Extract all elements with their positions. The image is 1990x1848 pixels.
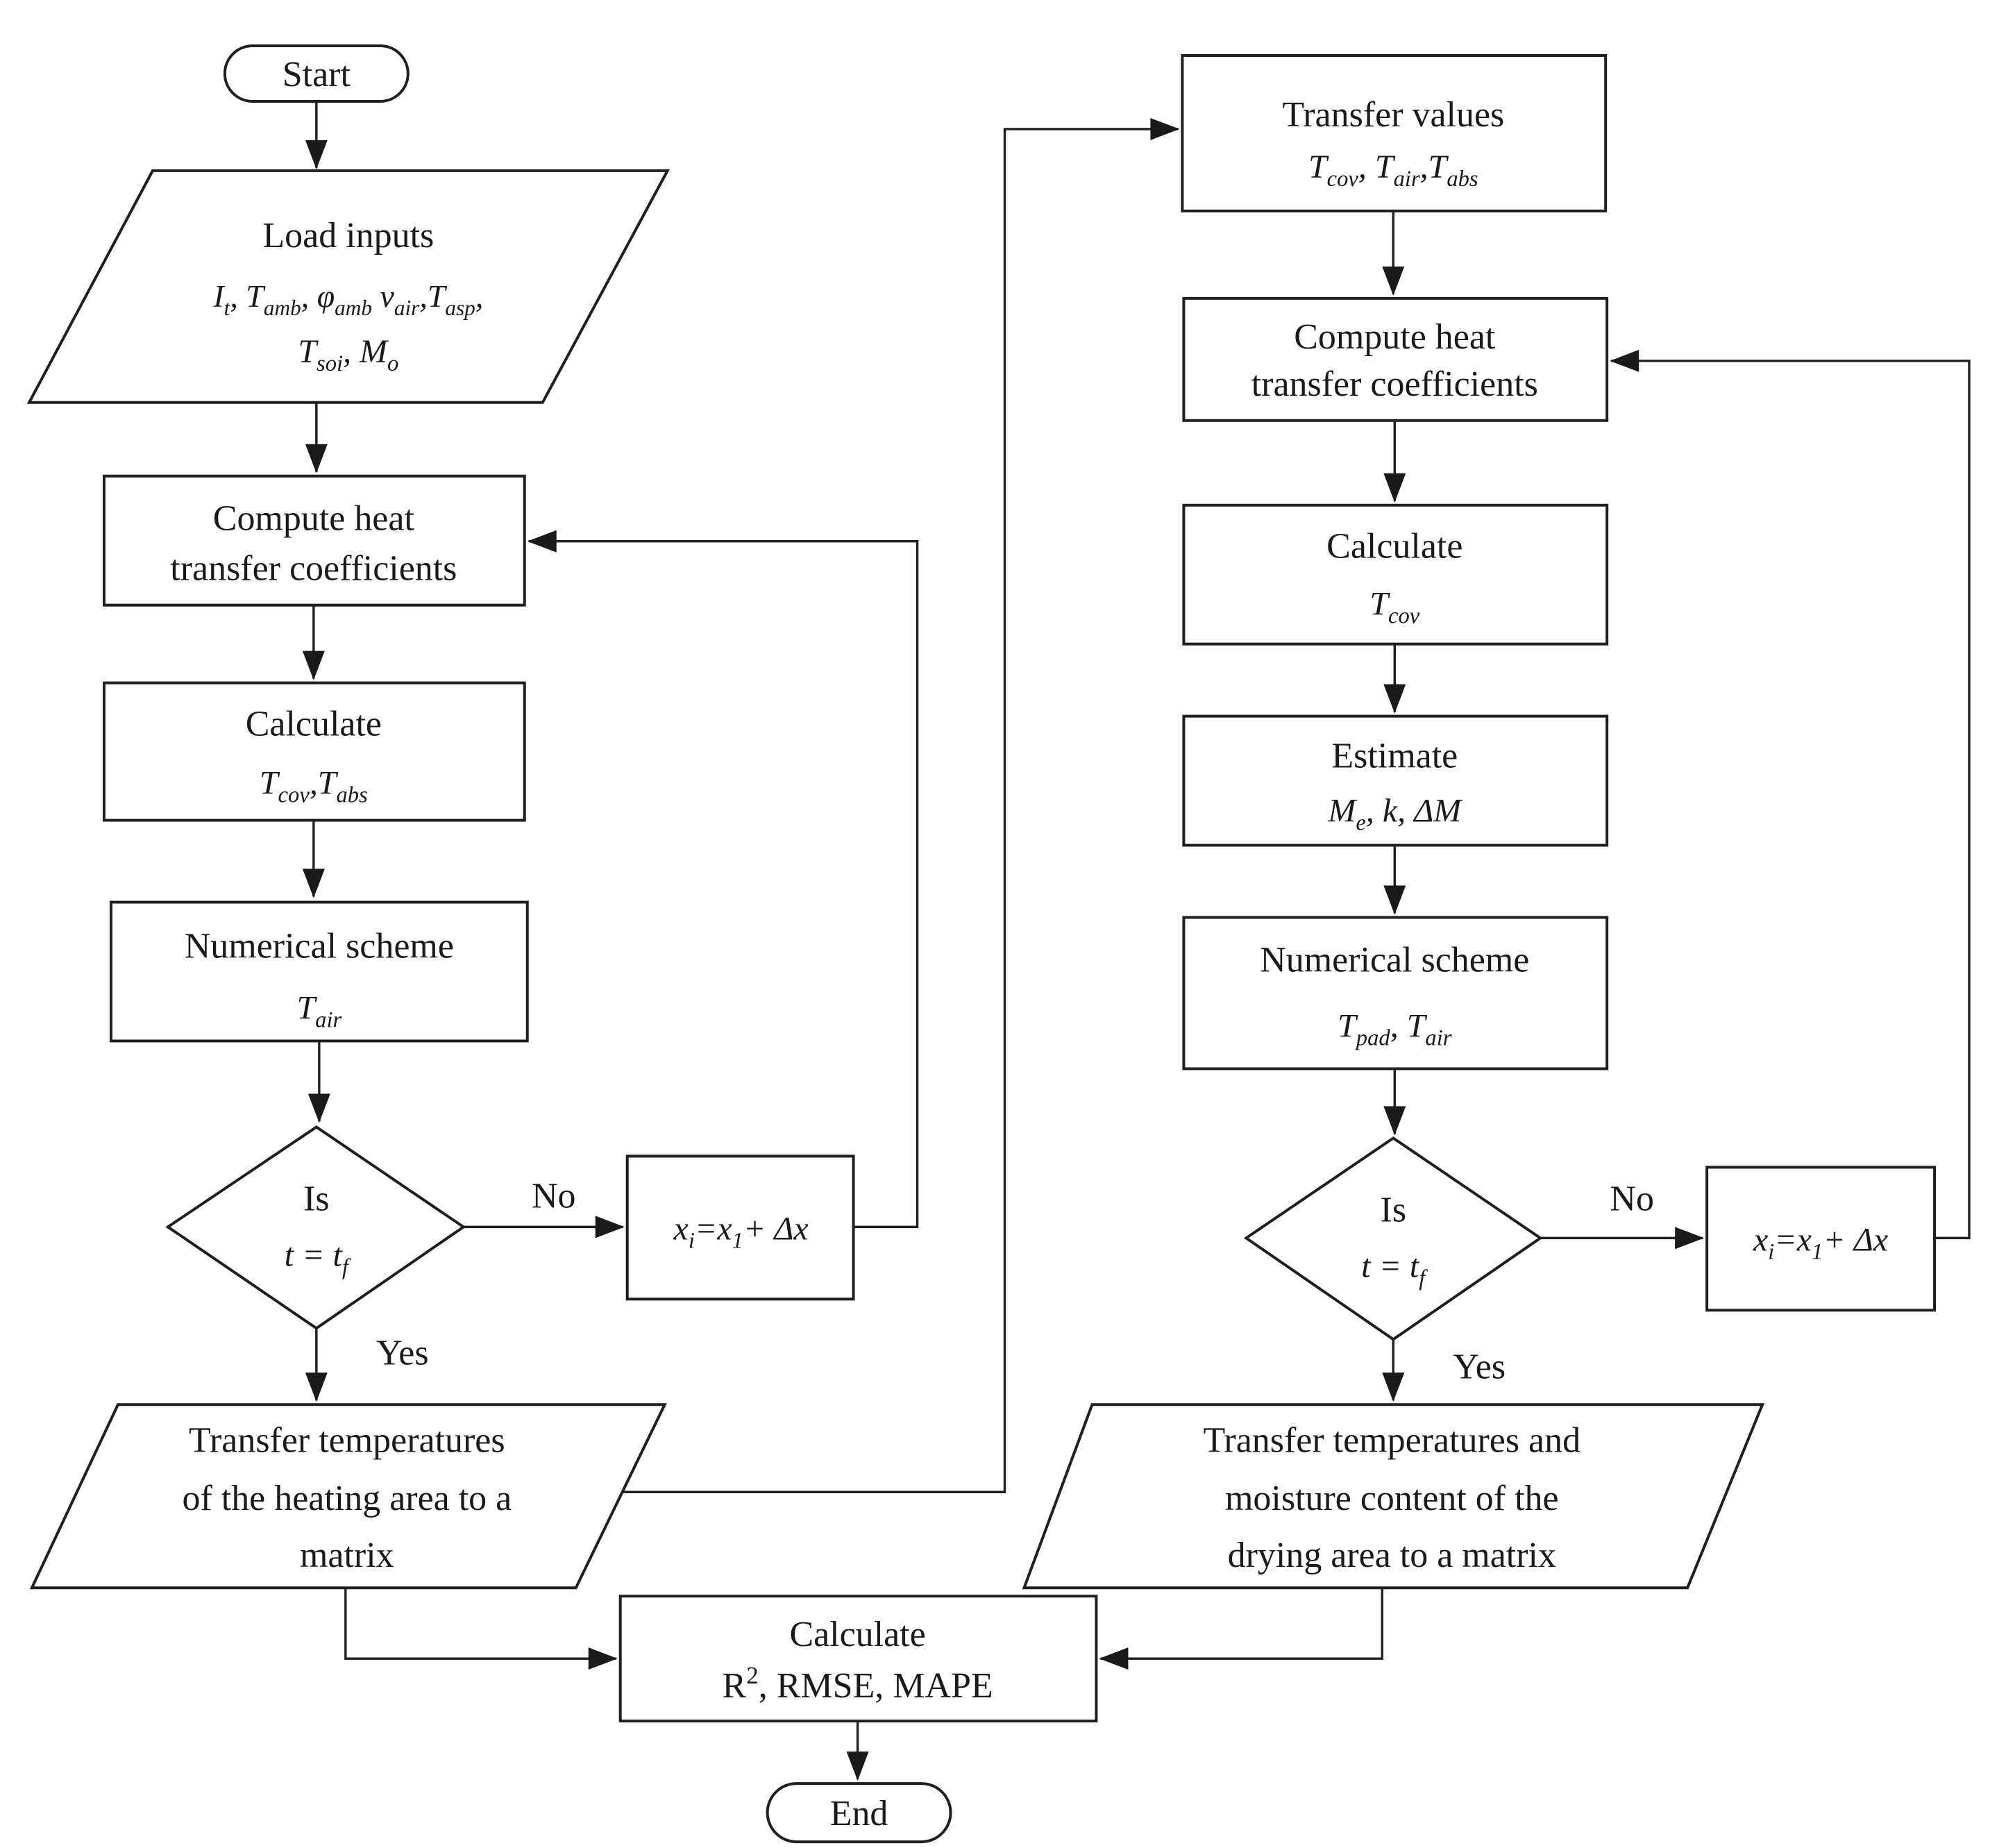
increment-left-label: xi=x1+ Δx (673, 1210, 809, 1253)
transfer-drying-line-3: drying area to a matrix (1228, 1536, 1556, 1575)
node-numerical-right: Numerical scheme Tpad, Tair (1182, 916, 1609, 1070)
transfer-drying-parallelogram-shape (1022, 1403, 1765, 1590)
numerical-right-line-2: Tpad, Tair (1338, 1007, 1452, 1050)
calculate-metrics-line-1: Calculate (789, 1615, 925, 1654)
load-inputs-line-1: Load inputs (262, 216, 434, 255)
edge-increment-right-loop-to-compute-right (1610, 349, 1971, 1240)
node-compute-coeffs-right: Compute heat transfer coefficients (1182, 296, 1609, 422)
start-label: Start (283, 55, 351, 94)
transfer-heating-line-1: Transfer temperatures (189, 1420, 505, 1460)
load-inputs-parallelogram-shape (26, 169, 671, 404)
estimate-shape (1182, 714, 1609, 847)
numerical-left-line-1: Numerical scheme (185, 927, 454, 966)
transfer-heating-line-3: matrix (300, 1536, 394, 1575)
edge-transfer-heating-to-transfer-values (623, 117, 1180, 1493)
compute-coeffs-right-line-2: transfer coefficients (1251, 364, 1538, 404)
transfer-values-line-2: Tcov, Tair,Tabs (1308, 149, 1478, 192)
calculate-metrics-line-2: R2, RMSE, MAPE (722, 1662, 993, 1706)
node-end: End (766, 1782, 952, 1844)
calculate-left-line-1: Calculate (246, 705, 382, 744)
transfer-drying-line-2: moisture content of the (1225, 1479, 1559, 1518)
node-load-inputs: Load inputs It, Tamb, φamb vair,Tasp, Ts… (26, 169, 671, 404)
end-terminator-shape (766, 1782, 952, 1844)
transfer-heating-parallelogram-shape (29, 1403, 667, 1590)
transfer-heating-line-2: of the heating area to a (182, 1479, 512, 1518)
numerical-left-shape (109, 900, 529, 1043)
node-calculate-left: Calculate Tcov,Tabs (102, 681, 526, 822)
node-estimate: Estimate Me, k, ΔM (1182, 714, 1609, 847)
calculate-left-shape (102, 681, 526, 822)
node-decision-right: Is t = tf (1243, 1136, 1543, 1341)
transfer-drying-line-1: Transfer temperatures and (1204, 1420, 1581, 1460)
numerical-right-line-1: Numerical scheme (1260, 941, 1529, 980)
estimate-line-1: Estimate (1331, 737, 1458, 776)
compute-coeffs-left-line-2: transfer coefficients (170, 549, 457, 589)
node-numerical-left: Numerical scheme Tair (109, 900, 529, 1043)
load-inputs-line-3: Tsoi, Mo (298, 333, 398, 376)
increment-right-label: xi=x1+ Δx (1753, 1221, 1888, 1264)
decision-right-no-label: No (1610, 1179, 1654, 1218)
calculate-left-line-2: Tcov,Tabs (260, 765, 368, 808)
transfer-values-line-1: Transfer values (1282, 95, 1504, 135)
decision-left-diamond-shape (165, 1125, 466, 1330)
node-calculate-right: Calculate Tcov (1182, 503, 1609, 646)
node-increment-left: xi=x1+ Δx (625, 1154, 855, 1301)
calculate-right-line-1: Calculate (1326, 527, 1462, 566)
edge-transfer-heating-to-calculate-metrics (344, 1588, 618, 1670)
end-label: End (830, 1794, 888, 1833)
decision-left-yes-label: Yes (376, 1333, 429, 1372)
node-start: Start (223, 44, 410, 103)
increment-right-shape (1705, 1166, 1937, 1312)
node-compute-coeffs-left: Compute heat transfer coefficients (102, 474, 526, 607)
numerical-left-line-2: Tair (296, 989, 341, 1032)
edge-transfer-drying-to-calculate-metrics (1099, 1588, 1384, 1670)
node-transfer-values: Transfer values Tcov, Tair,Tabs (1181, 53, 1608, 212)
calculate-metrics-shape (618, 1595, 1098, 1723)
compute-coeffs-left-line-1: Compute heat (213, 499, 415, 539)
node-decision-left: Is t = tf (165, 1125, 466, 1330)
calculate-right-shape (1182, 503, 1609, 646)
node-increment-right: xi=x1+ Δx (1705, 1166, 1937, 1312)
decision-right-diamond-shape (1243, 1136, 1543, 1341)
node-transfer-drying: Transfer temperatures and moisture conte… (1022, 1403, 1765, 1590)
decision-left-line-2: t = tf (285, 1236, 351, 1279)
decision-left-no-label: No (532, 1176, 576, 1216)
edge-increment-left-loop-to-compute-left (527, 530, 919, 1229)
decision-right-yes-label: Yes (1453, 1347, 1506, 1386)
decision-right-line-1: Is (1381, 1190, 1407, 1229)
estimate-line-2: Me, k, ΔM (1327, 793, 1463, 836)
node-transfer-heating: Transfer temperatures of the heating are… (29, 1403, 667, 1590)
calculate-right-line-2: Tcov (1369, 586, 1419, 629)
compute-coeffs-left-shape (102, 474, 526, 607)
numerical-right-shape (1182, 916, 1609, 1070)
decision-left-line-1: Is (303, 1179, 330, 1218)
load-inputs-line-2: It, Tamb, φamb vair,Tasp, (212, 278, 483, 320)
compute-coeffs-right-line-1: Compute heat (1294, 317, 1496, 357)
node-calculate-metrics: Calculate R2, RMSE, MAPE (618, 1595, 1098, 1723)
decision-right-line-2: t = tf (1361, 1248, 1428, 1291)
